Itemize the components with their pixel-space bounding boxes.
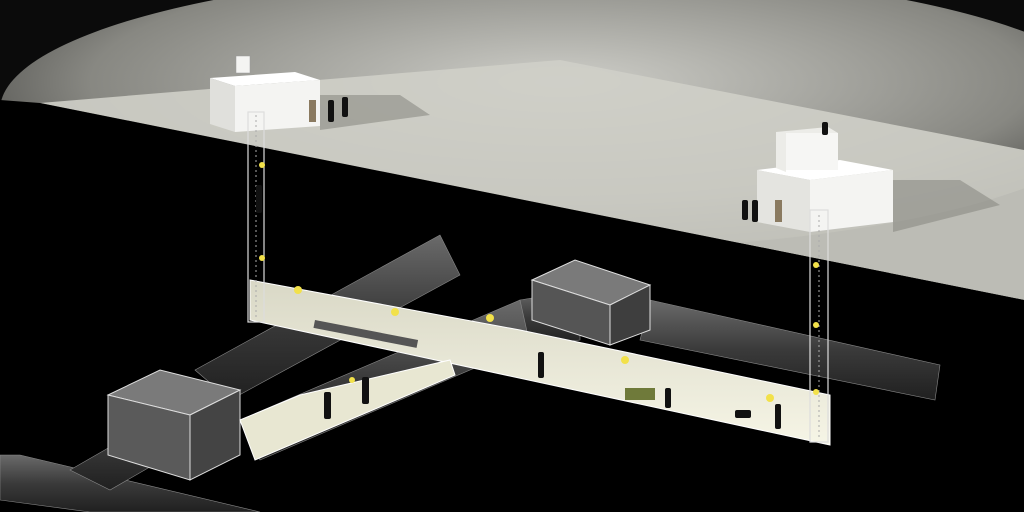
tunnel-lights (259, 162, 819, 402)
pipe (313, 320, 419, 348)
door (775, 200, 782, 222)
junction-box-center (530, 259, 652, 346)
building-right (757, 127, 893, 232)
crates (625, 388, 655, 400)
building-shadow (893, 180, 1000, 232)
junction-box-left (106, 369, 242, 481)
door (309, 100, 316, 122)
shaft-left (247, 111, 265, 323)
water-tank (235, 55, 251, 74)
shaft-right (809, 209, 829, 443)
building-left (210, 55, 320, 132)
soldier-figures (256, 97, 828, 429)
